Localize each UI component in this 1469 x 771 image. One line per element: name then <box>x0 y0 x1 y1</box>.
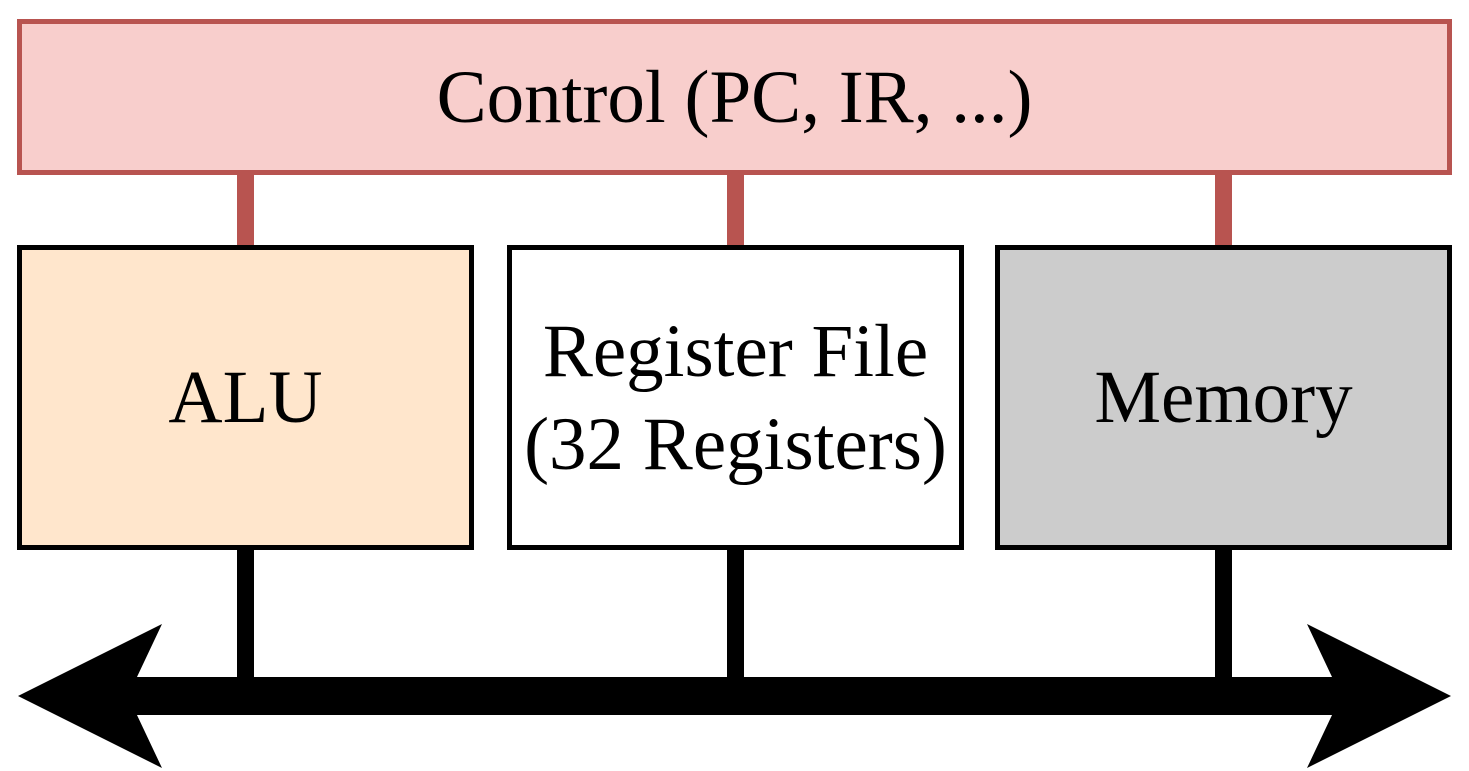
control-box: Control (PC, IR, ...) <box>17 19 1452 175</box>
system-bus-double-arrow <box>18 624 1451 768</box>
connector-register-file-to-bus <box>727 548 744 698</box>
register-file-box-label-line1: Register File <box>542 309 929 393</box>
memory-box: Memory <box>995 245 1452 550</box>
alu-box: ALU <box>17 245 474 550</box>
connector-control-to-memory <box>1215 170 1232 248</box>
bus-right-arrowhead-icon <box>1307 624 1451 768</box>
register-file-box-label-line2: (32 Registers) <box>524 402 947 486</box>
bus-left-arrowhead-icon <box>18 624 162 768</box>
connector-alu-to-bus <box>237 548 254 698</box>
connector-control-to-alu <box>237 170 254 248</box>
connector-control-to-register-file <box>727 170 744 248</box>
connector-memory-to-bus <box>1215 548 1232 698</box>
memory-box-label: Memory <box>1094 356 1353 439</box>
register-file-box: Register File (32 Registers) <box>507 245 964 550</box>
control-box-label: Control (PC, IR, ...) <box>436 55 1033 139</box>
bus-line <box>125 677 1344 715</box>
alu-box-label: ALU <box>168 356 323 439</box>
